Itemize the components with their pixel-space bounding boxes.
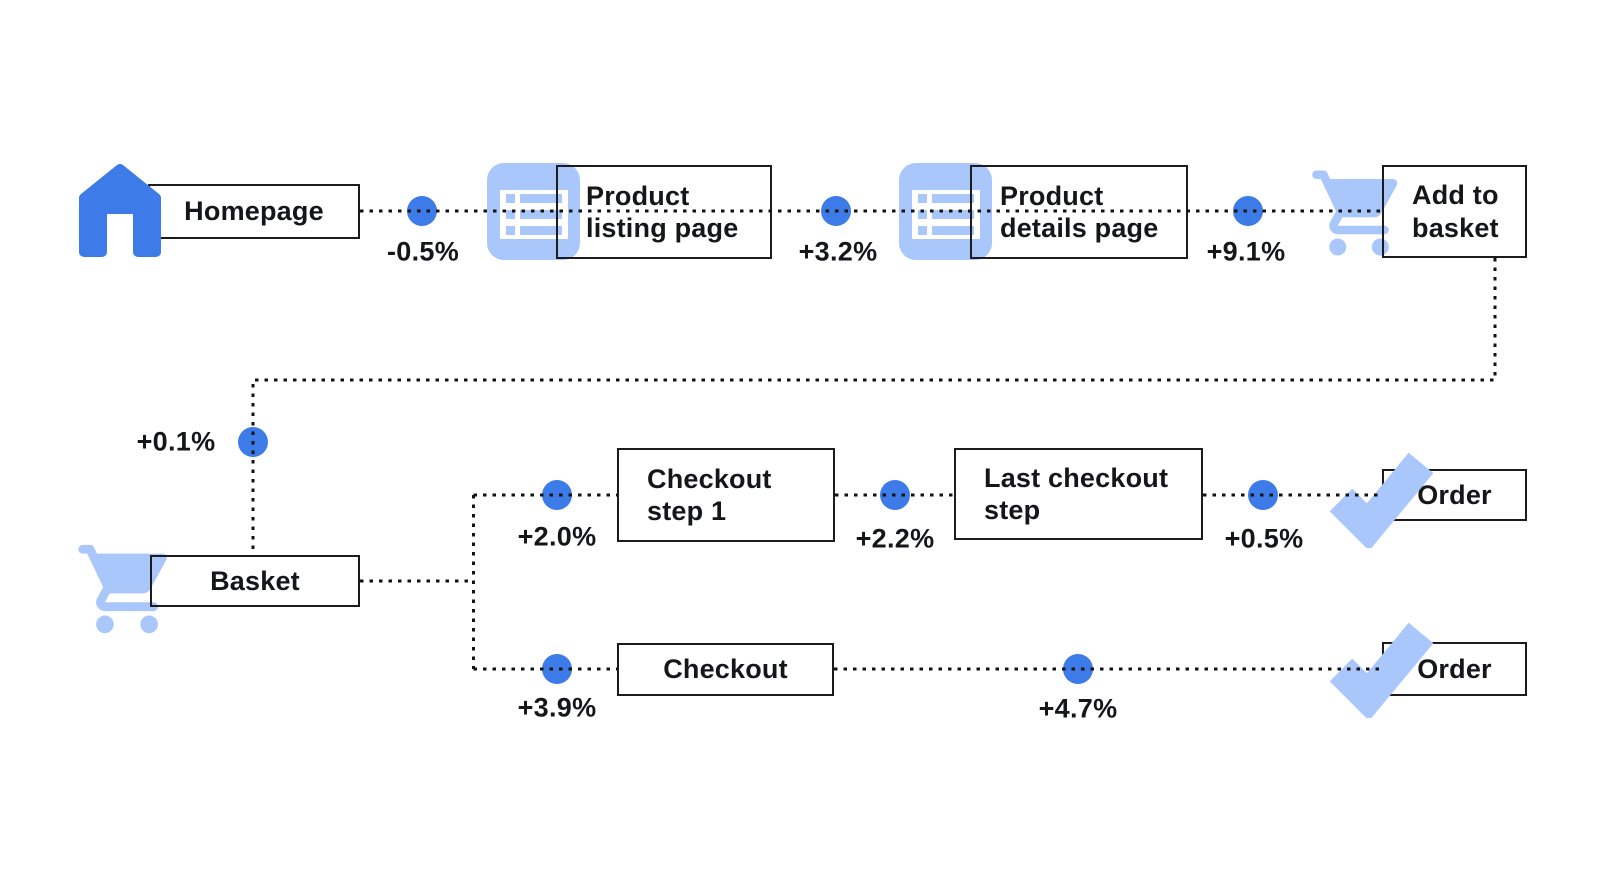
node-box-basket: Basket [150, 555, 360, 607]
delta-dot [1248, 480, 1278, 510]
delta-label: +3.2% [798, 236, 878, 267]
check-icon [1320, 616, 1440, 723]
cart-icon [74, 536, 180, 647]
node-label: Homepage [184, 196, 324, 227]
node-box-checkout-step-1: Checkout step 1 [617, 448, 835, 542]
node-label: Product listing page [586, 180, 739, 243]
delta-label: +0.1% [136, 426, 216, 457]
connector-path [251, 258, 1497, 555]
delta-dot [1233, 196, 1263, 226]
delta-label: +9.1% [1206, 236, 1286, 267]
node-fill-add-to-basket [1382, 165, 1527, 258]
delta-dot [821, 196, 851, 226]
node-box-add-to-basket: Add to basket [1382, 165, 1527, 258]
delta-dot [1063, 654, 1093, 684]
delta-dot [238, 427, 268, 457]
delta-dot [542, 654, 572, 684]
delta-label: +4.7% [1038, 693, 1118, 724]
delta-dot [880, 480, 910, 510]
node-box-last-checkout-step: Last checkout step [954, 448, 1203, 540]
check-icon [1320, 446, 1440, 553]
node-fill-basket [150, 555, 360, 607]
node-fill-checkout [617, 643, 834, 696]
delta-label: +3.9% [517, 692, 597, 723]
delta-label: -0.5% [386, 236, 460, 267]
delta-label: +2.2% [855, 523, 935, 554]
node-box-product-listing: Product listing page [556, 165, 772, 259]
home-icon [78, 161, 162, 266]
node-label: Order [1417, 653, 1492, 684]
node-label: Checkout [663, 654, 788, 685]
delta-dot [542, 480, 572, 510]
delta-dot [407, 196, 437, 226]
node-label: Checkout step 1 [647, 463, 772, 526]
delta-label: +0.5% [1224, 523, 1304, 554]
delta-label: +2.0% [517, 521, 597, 552]
node-label: Basket [210, 565, 300, 596]
node-box-homepage: Homepage [148, 184, 360, 239]
node-label: Last checkout step [984, 462, 1169, 525]
node-box-checkout: Checkout [617, 643, 834, 696]
node-box-product-details: Product details page [970, 165, 1188, 259]
node-fill-homepage [148, 184, 360, 239]
node-box-order-bottom: Order [1382, 642, 1527, 696]
cart-icon [1308, 162, 1410, 269]
node-label: Add to basket [1412, 180, 1499, 243]
node-label: Product details page [1000, 180, 1159, 243]
